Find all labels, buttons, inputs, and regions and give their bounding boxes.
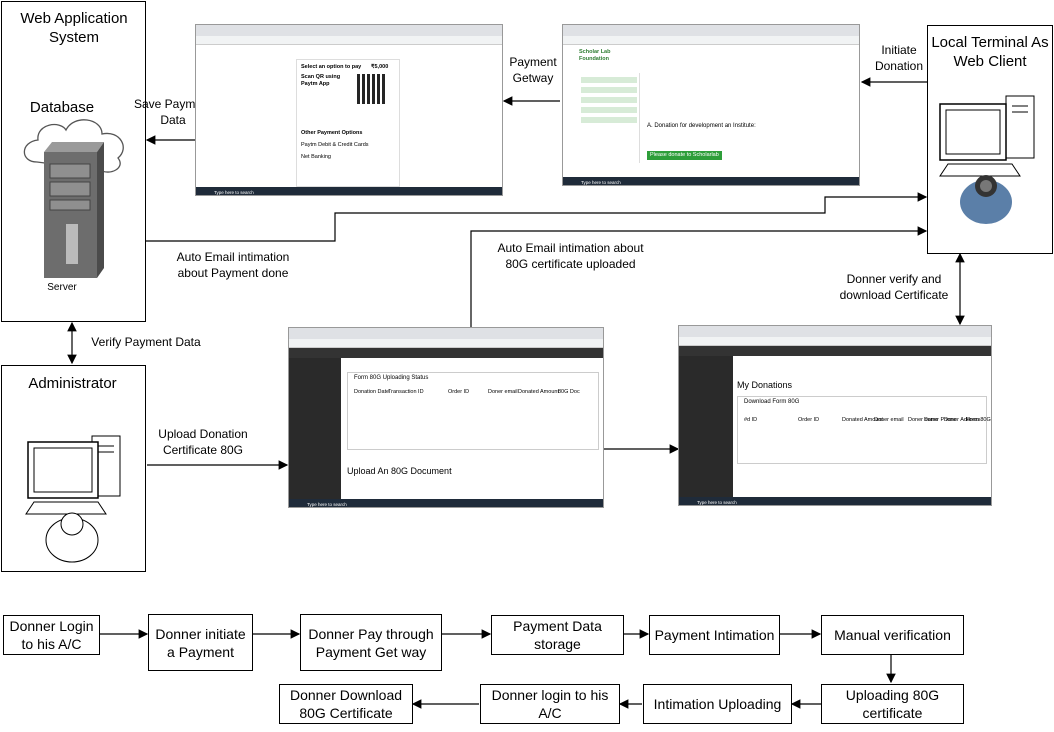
download-panel-title: Download Form 80G [744, 399, 800, 405]
my-donations-title: My Donations [737, 380, 793, 390]
label-payment-gateway: Payment Getway [509, 55, 557, 85]
label-auto-email-80g: Auto Email intimation about 80G certific… [497, 241, 644, 271]
screenshot-donation-page: Scholar Lab Foundation A. Donation for d… [562, 24, 860, 186]
screenshot-my-donations: My Donations Download Form 80G #d ID Ord… [678, 325, 992, 506]
screenshot-payment-page: Select an option to pay ₹5,000 Scan QR u… [195, 24, 503, 196]
flow-step-9: Donner login to his A/C [480, 684, 620, 724]
flow-step-4: Payment Data storage [491, 615, 624, 655]
admin-computer-user-icon [25, 435, 121, 563]
flow-step-7: Uploading 80G certificate [821, 684, 964, 724]
admin-col-5: 80G Doc [558, 389, 580, 395]
taskbar-search[interactable]: Type here to search [214, 190, 254, 195]
flow-step-3: Donner Pay through Payment Get way [300, 614, 442, 671]
flow-step-1: Donner Login to his A/C [3, 615, 100, 655]
screenshot-admin-80g-upload: Form 80G Uploading Status Donation Date … [288, 327, 604, 508]
flow-step-8: Intimation Uploading [643, 684, 792, 724]
admin-col-2: Order ID [448, 389, 470, 395]
flow-step-6: Manual verification [821, 615, 964, 655]
label-save-payment: Save Payment Data [133, 97, 213, 127]
computer-user-icon [939, 95, 1035, 224]
qr-title: Scan QR using Paytm App [301, 74, 341, 87]
org-logo: Scholar Lab Foundation [579, 49, 611, 62]
don-col-7: Form 80G [966, 417, 991, 423]
don-col-1: Order ID [798, 417, 820, 423]
donate-button[interactable]: Please donate to Scholarlab [647, 151, 722, 160]
system-title: Web Application System [20, 10, 128, 46]
label-donner-verify: Donner verify and download Certificate [839, 272, 949, 302]
payment-option-cards[interactable]: Paytm Debit & Credit Cards [301, 142, 369, 148]
don-col-6: Doner Address [944, 417, 981, 423]
taskbar-search-4[interactable]: Type here to search [697, 500, 737, 505]
qr-code-icon [357, 74, 387, 104]
admin-title: Administrator [28, 375, 117, 392]
web-application-system: Web Application System Database Server [1, 1, 146, 322]
don-col-0: #d ID [744, 417, 758, 423]
label-upload-80g: Upload Donation Certificate 80G [158, 427, 248, 457]
flow-step-5: Payment Intimation [649, 615, 780, 655]
other-options: Other Payment Options [301, 130, 363, 136]
database-server-icon [23, 119, 124, 278]
payment-amount: ₹5,000 [371, 64, 389, 70]
don-col-3: Doner email [874, 417, 904, 423]
client-title: Local Terminal As Web Client [931, 34, 1049, 70]
payment-option-netbanking[interactable]: Net Banking [301, 154, 331, 160]
donation-section-title: A. Donation for development an Institute… [647, 123, 756, 129]
admin-col-1: Transaction ID [388, 389, 424, 395]
admin-col-4: Donated Amount [518, 389, 559, 395]
don-col-2: Donated Amount [842, 417, 883, 423]
administrator: Administrator [1, 365, 146, 572]
admin-col-3: Doner email [488, 389, 518, 395]
label-auto-email-payment: Auto Email intimation about Payment done [176, 250, 290, 280]
don-col-5: Doner Phone [924, 417, 957, 423]
flow-step-2: Donner initiate a Payment [148, 614, 253, 671]
admin-col-0: Donation Date [354, 389, 390, 395]
taskbar-search-3[interactable]: Type here to search [307, 502, 347, 507]
flow-step-10: Donner Download 80G Certificate [279, 684, 413, 724]
database-label: Database [29, 99, 95, 116]
admin-panel-title: Form 80G Uploading Status [354, 375, 429, 381]
don-col-4: Doner name [908, 417, 939, 423]
local-terminal-client: Local Terminal As Web Client [927, 25, 1053, 254]
taskbar-search-2[interactable]: Type here to search [581, 180, 621, 185]
label-initiate-donation: Initiate Donation [874, 43, 924, 73]
payment-heading: Select an option to pay [301, 64, 362, 70]
server-label: Server [47, 282, 77, 293]
admin-upload-title: Upload An 80G Document [347, 466, 452, 476]
label-verify-payment: Verify Payment Data [91, 335, 201, 349]
